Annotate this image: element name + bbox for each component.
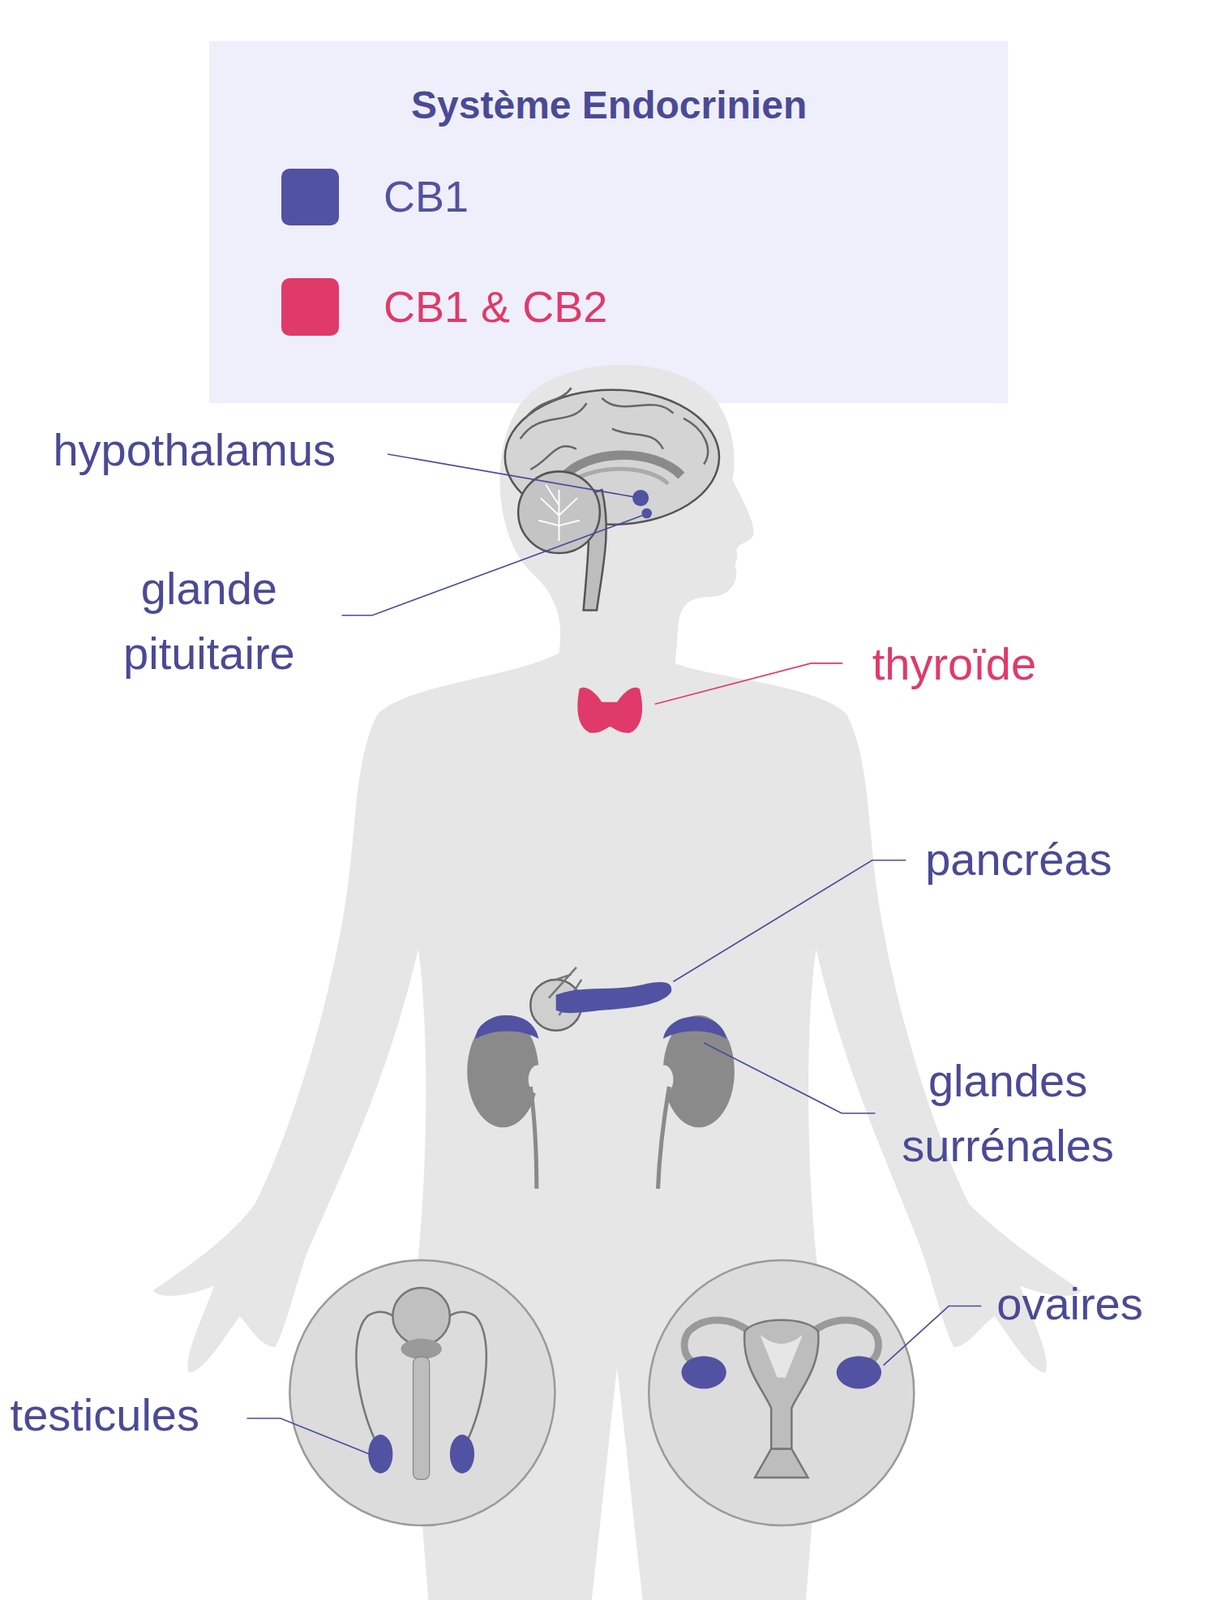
pancreas [530,967,672,1031]
organ-label: glandes surrénales [869,1048,1146,1179]
organ-label: testicules [10,1387,200,1442]
legend-title: Système Endocrinien [411,81,807,129]
body-silhouette [153,364,1082,1600]
organ-label: pancréas [925,831,1112,887]
leader-lines [246,454,982,1454]
organ-label: thyroïde [872,636,1037,691]
legend-label: CB1 & CB2 [383,280,608,334]
thyroid [577,687,643,733]
legend-swatch [281,278,339,335]
brain [505,387,720,610]
legend-label: CB1 [383,170,469,223]
legend-swatch [281,168,339,226]
male-inset [289,1259,555,1526]
female-inset [648,1259,914,1526]
kidneys [467,1015,735,1189]
organ-label: glande pituitaire [87,556,331,686]
organ-label: hypothalamus [52,422,336,477]
legend-panel [209,40,1008,403]
organ-label: ovaires [996,1276,1144,1331]
adrenal-glands [475,1015,727,1039]
